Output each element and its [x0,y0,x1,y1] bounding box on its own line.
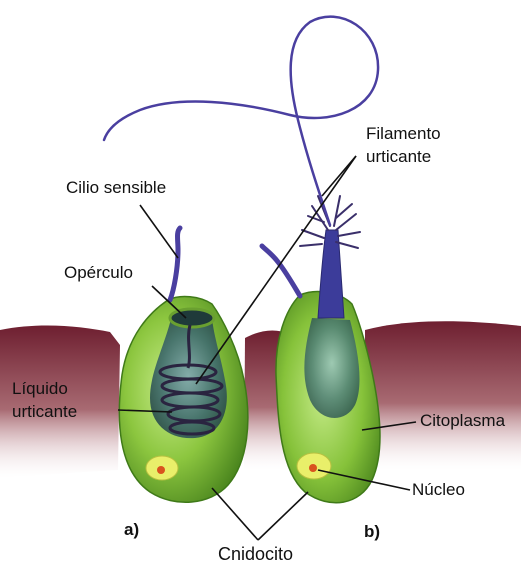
label-cnidocito: Cnidocito [218,544,293,564]
label-liquido-line1: Líquido [12,379,68,399]
cilium-a [170,228,180,300]
label-a: a) [124,520,139,540]
label-operculo: Opérculo [64,263,133,283]
tissue-layer [365,321,521,470]
label-citoplasma: Citoplasma [420,411,505,431]
operculum [170,309,214,327]
label-liquido-line2: urticante [12,402,77,422]
label-b: b) [364,522,380,542]
label-nucleo: Núcleo [412,480,465,500]
cilium-b [262,246,300,296]
label-filamento-line2: urticante [366,147,431,167]
capsule-b [304,318,359,418]
label-cilio-sensible: Cilio sensible [66,178,166,198]
label-filamento-line1: Filamento [366,124,441,144]
